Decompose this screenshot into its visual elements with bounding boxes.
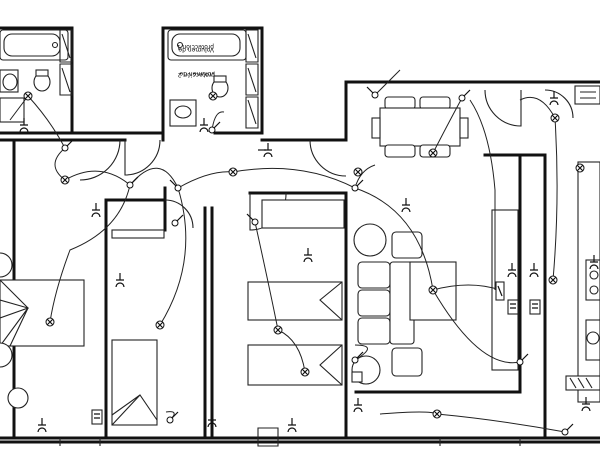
- switches: [61, 86, 574, 436]
- panel-box-icon: [351, 371, 363, 383]
- switch-icon: [351, 179, 364, 192]
- socket-icon: [287, 418, 297, 433]
- socket-icon: [507, 263, 517, 278]
- panel-box-icon: [529, 299, 541, 315]
- ceiling-light-icon: [548, 275, 558, 285]
- switch-icon: [561, 423, 574, 436]
- living-room: [351, 96, 519, 385]
- switch-icon: [169, 179, 182, 192]
- ceiling-light-icon: [228, 167, 238, 177]
- switch-icon: [351, 351, 364, 364]
- tub-zone1-label: Volumen de: [178, 46, 214, 53]
- socket-icon: [115, 273, 125, 288]
- ceiling-light-icon: [45, 317, 55, 327]
- ceiling-light-icon: [550, 113, 560, 123]
- tub-zone1-label-2: protección 1: [176, 43, 214, 50]
- socket-icon: [37, 418, 47, 433]
- bedroom-2: [111, 229, 165, 426]
- panel-boxes: [91, 281, 541, 425]
- ceiling-light-icon: [155, 320, 165, 330]
- switch-icon: [458, 89, 471, 102]
- panel-box-icon: [91, 409, 103, 425]
- socket-icon: [529, 263, 539, 278]
- sockets: [19, 91, 599, 433]
- bedroom-3: [247, 199, 345, 386]
- panel-box-icon: [495, 281, 505, 301]
- wiring: [9, 69, 566, 433]
- ceiling-light-icon: [208, 91, 218, 101]
- ceiling-light-icon: [273, 325, 283, 335]
- ceiling-light-icon: [432, 409, 442, 419]
- switch-icon: [166, 411, 179, 424]
- tub-zone2-label: Volumen de: [179, 70, 215, 77]
- switch-icon: [171, 214, 184, 227]
- socket-icon: [207, 413, 217, 428]
- bathroom-right: Volumen de protección 1 Volumen de prote…: [167, 29, 259, 129]
- socket-icon: [303, 248, 313, 263]
- switch-icon: [246, 213, 259, 226]
- ceiling-light-icon: [60, 175, 70, 185]
- socket-icon: [549, 91, 559, 106]
- socket-icon: [353, 398, 363, 413]
- ceiling-light-icon: [300, 367, 310, 377]
- ceiling-light-icon: [353, 167, 363, 177]
- socket-icon: [401, 198, 411, 213]
- socket-icon: [19, 118, 29, 133]
- ceiling-light-icon: [575, 163, 585, 173]
- ceiling-light-icon: [428, 285, 438, 295]
- socket-icon: [589, 255, 599, 270]
- panel-box-icon: [507, 299, 519, 315]
- switch-icon: [208, 121, 221, 134]
- switch-icon: [61, 139, 74, 152]
- walls: [0, 26, 600, 447]
- bedroom-1: [0, 252, 85, 409]
- socket-icon: [91, 203, 101, 218]
- kitchen: [565, 85, 600, 403]
- switch-icon: [126, 176, 139, 189]
- tub-zone2-label-2: protección 2: [177, 71, 215, 78]
- switch-icon: [516, 353, 529, 366]
- bathroom-left: [0, 29, 73, 123]
- ceiling-light-icon: [23, 91, 33, 101]
- ceiling-light-icon: [428, 148, 438, 158]
- ceiling-lights: [23, 91, 585, 419]
- socket-icon: [199, 118, 209, 133]
- door-swing-icon: [124, 139, 161, 176]
- socket-icon: [581, 397, 591, 412]
- switch-icon: [366, 86, 379, 99]
